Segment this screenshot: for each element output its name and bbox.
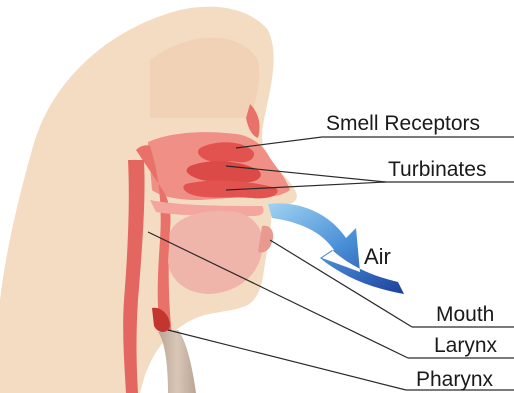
label-turbinates: Turbinates — [388, 158, 486, 181]
throat-column — [158, 330, 196, 393]
pharynx-leader — [168, 330, 406, 390]
label-pharynx: Pharynx — [416, 368, 494, 391]
label-smell-receptors: Smell Receptors — [326, 112, 480, 135]
label-air: Air — [364, 244, 391, 269]
label-larynx: Larynx — [434, 334, 498, 357]
label-mouth: Mouth — [436, 303, 494, 326]
